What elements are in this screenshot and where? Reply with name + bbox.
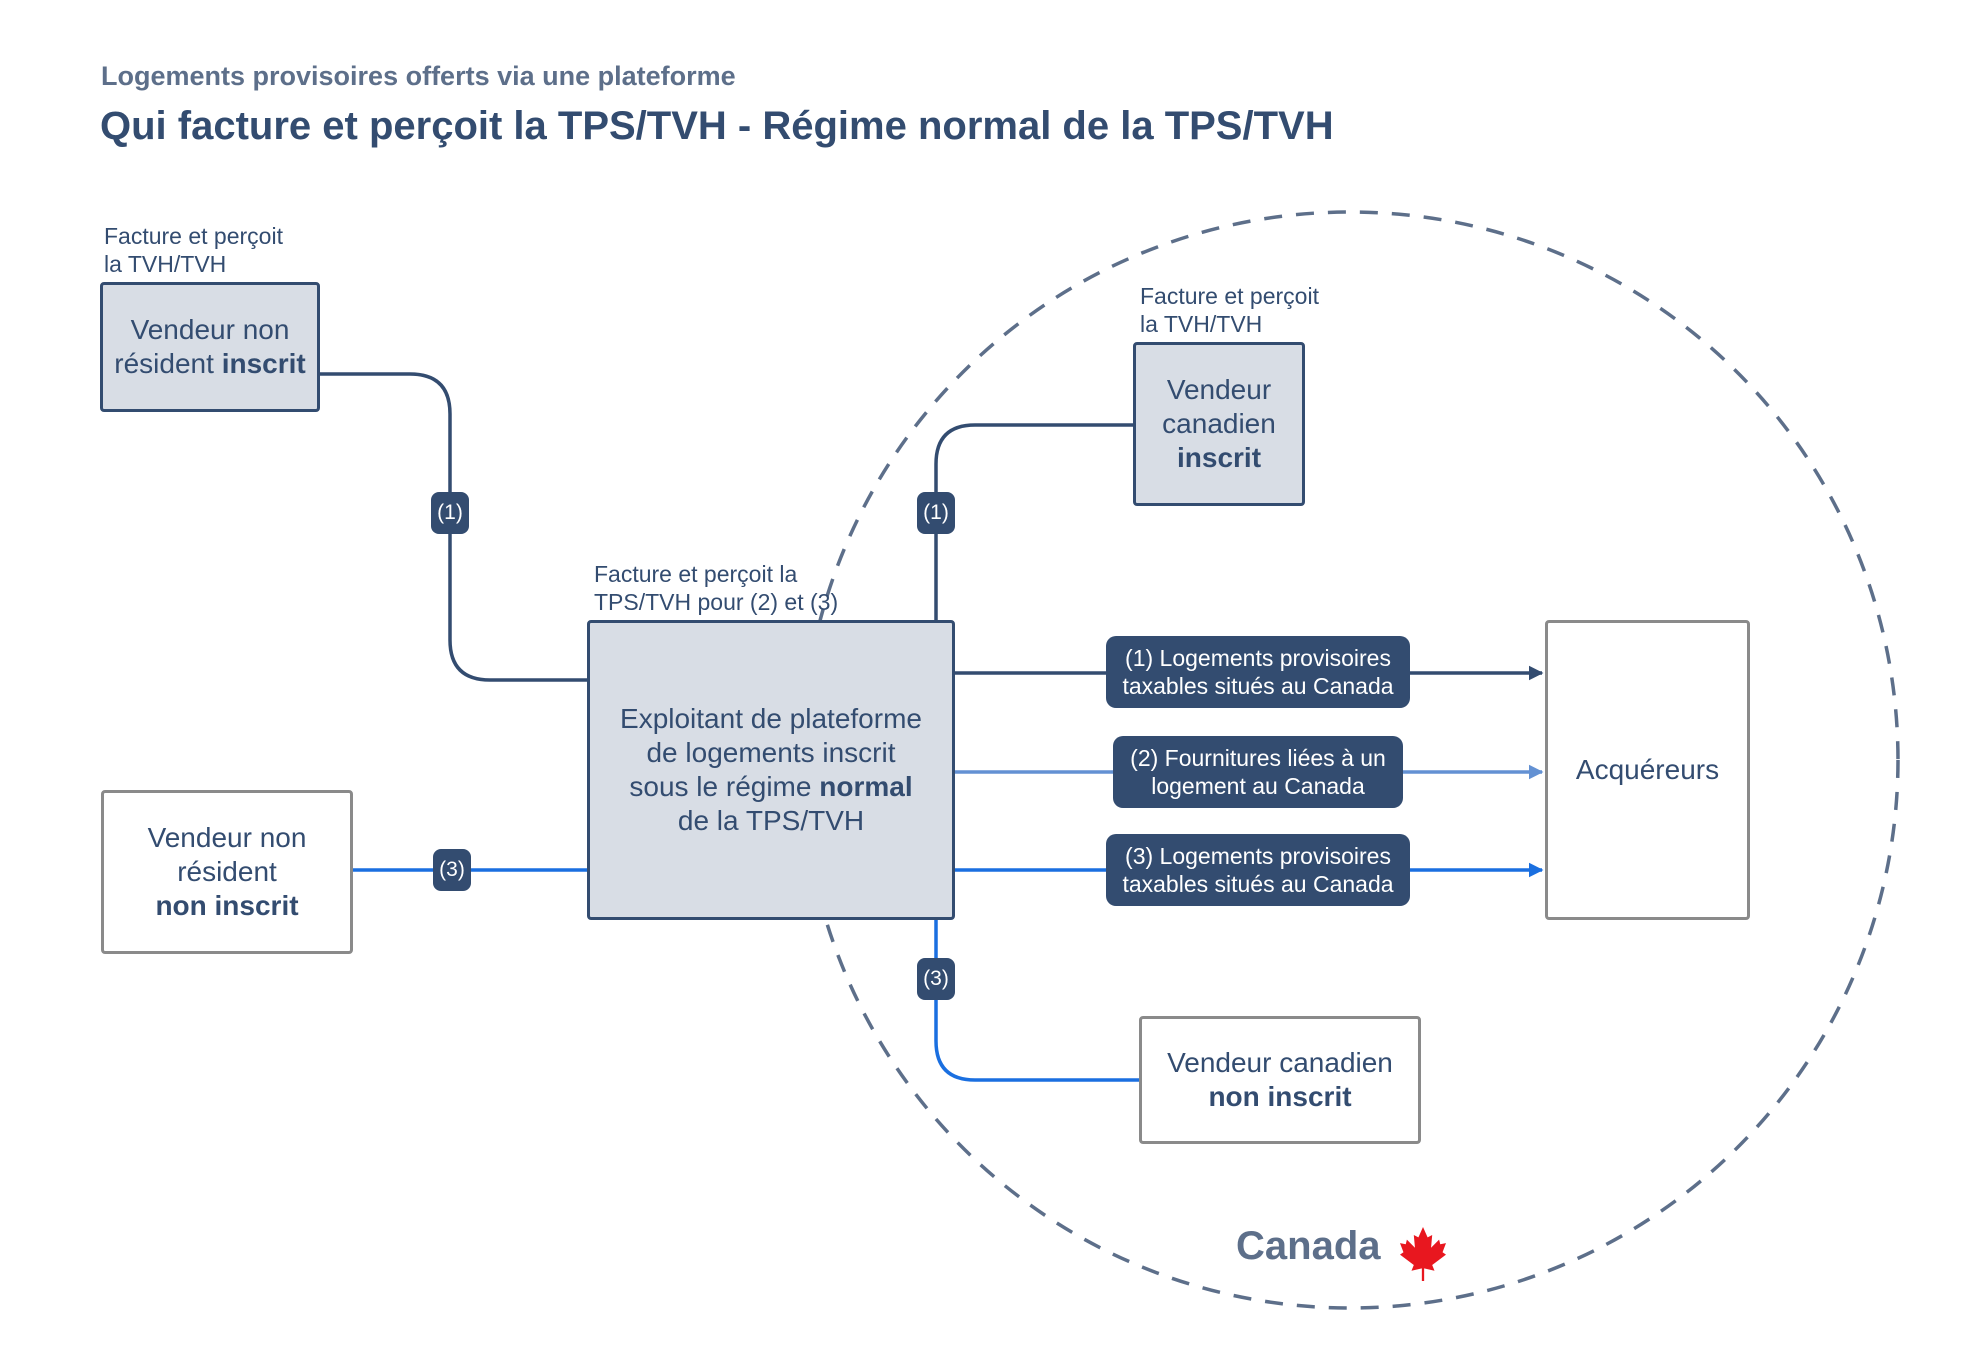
page-title: Qui facture et perçoit la TPS/TVH - Régi… <box>100 104 1334 148</box>
connector-canadian-unregistered <box>934 920 1139 1082</box>
page-subtitle: Logements provisoires offerts via une pl… <box>101 61 736 91</box>
badge-canadian-unregistered: (3) <box>917 958 955 1000</box>
badge-nonresident-registered: (1) <box>431 492 469 534</box>
connector-canadian-registered <box>934 423 1133 620</box>
badge-canadian-registered: (1) <box>917 492 955 534</box>
node-canadian-unregistered: Vendeur canadien non inscrit <box>1139 1016 1421 1144</box>
node-nonresident-unregistered: Vendeur non résident non inscrit <box>101 790 353 954</box>
canada-region-boundary <box>800 210 1900 1310</box>
note-nonresident-registered: Facture et perçoit la TVH/TVH <box>104 223 283 277</box>
note-canadian-registered: Facture et perçoit la TVH/TVH <box>1140 283 1319 337</box>
canada-region-label: Canada <box>1236 1224 1381 1268</box>
badge-nonresident-unregistered: (3) <box>433 849 471 891</box>
flow-label-3: (3) Logements provisoires taxables situé… <box>1106 834 1410 906</box>
node-nonresident-registered: Vendeur non résident inscrit <box>100 282 320 412</box>
flow-label-1: (1) Logements provisoires taxables situé… <box>1106 636 1410 708</box>
node-platform-operator: Exploitant de plateforme de logements in… <box>587 620 955 920</box>
maple-leaf-icon <box>1400 1227 1446 1282</box>
note-operator: Facture et perçoit la TPS/TVH pour (2) e… <box>594 561 839 615</box>
flow-label-2: (2) Fournitures liées à un logement au C… <box>1113 736 1403 808</box>
node-canadian-registered: Vendeur canadien inscrit <box>1133 342 1305 506</box>
node-acquirers: Acquéreurs <box>1545 620 1750 920</box>
